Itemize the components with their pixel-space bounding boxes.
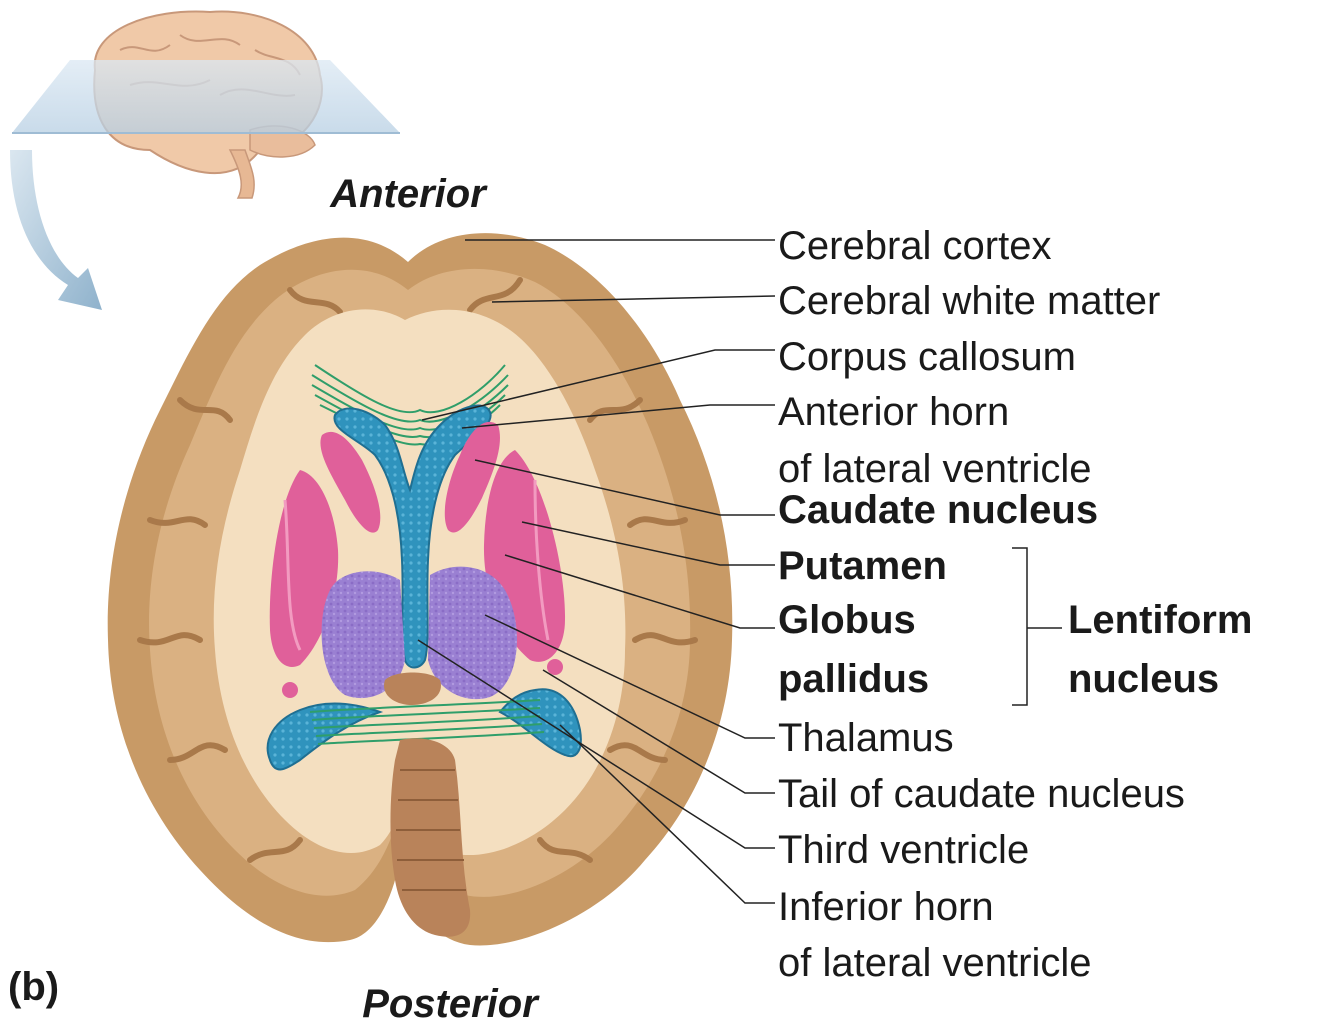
label-third-ventricle: Third ventricle (778, 830, 1029, 870)
posterior-label: Posterior (362, 982, 540, 1023)
label-tail-of-caudate: Tail of caudate nucleus (778, 774, 1185, 814)
label-lentiform-nucleus: Lentiform (1068, 600, 1252, 640)
tail-caudate-left (282, 682, 298, 698)
label-cerebral-white-matter: Cerebral white matter (778, 281, 1160, 321)
anterior-label: Anterior (329, 172, 488, 216)
label-globus-pallidus: Globus (778, 600, 916, 640)
curved-arrow-icon (10, 150, 102, 310)
panel-label: (b) (8, 965, 59, 1009)
brain-plane-inset-icon (12, 12, 400, 198)
tail-caudate-right (547, 659, 563, 675)
label-lentiform-nucleus-line2: nucleus (1068, 659, 1219, 699)
label-anterior-horn-line2: of lateral ventricle (778, 449, 1091, 489)
label-inferior-horn-line2: of lateral ventricle (778, 943, 1091, 983)
label-caudate-nucleus: Caudate nucleus (778, 490, 1098, 530)
label-globus-pallidus-line2: pallidus (778, 659, 929, 699)
label-putamen: Putamen (778, 546, 947, 586)
label-corpus-callosum: Corpus callosum (778, 337, 1076, 377)
label-thalamus: Thalamus (778, 718, 954, 758)
label-anterior-horn: Anterior horn (778, 392, 1009, 432)
label-cerebral-cortex: Cerebral cortex (778, 226, 1051, 266)
label-inferior-horn: Inferior horn (778, 887, 994, 927)
